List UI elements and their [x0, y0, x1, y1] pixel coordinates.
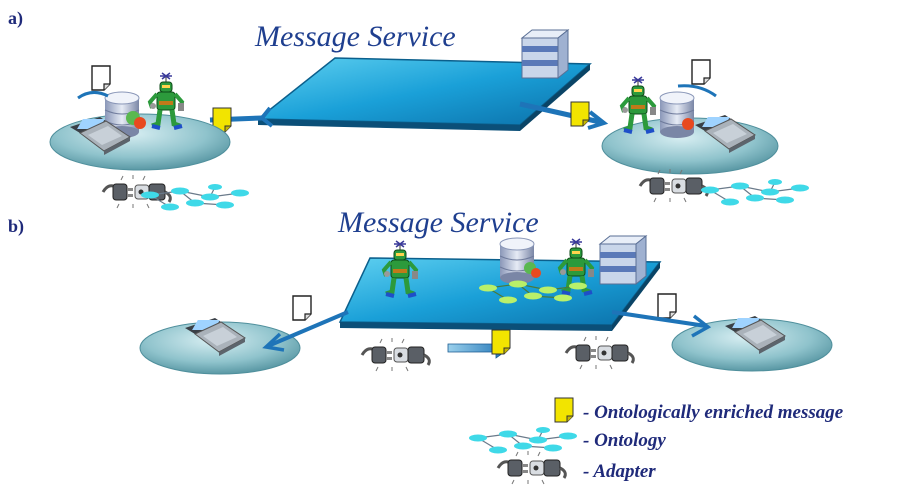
panel-b-title: Message Service	[338, 206, 539, 239]
message-note-icon	[570, 101, 590, 127]
legend-ontology-label: - Ontology	[583, 430, 666, 451]
adapter-icon	[564, 334, 635, 371]
server-icon	[520, 28, 570, 80]
document-icon	[657, 293, 677, 319]
document-icon	[91, 65, 111, 91]
legend-adapter-icon	[496, 449, 567, 486]
panel-a-title: Message Service	[255, 20, 456, 53]
ontology-graph-icon	[479, 280, 587, 304]
database-icon	[499, 237, 535, 285]
adapter-icon	[101, 173, 172, 210]
adapter-icon	[360, 336, 431, 373]
message-note-icon	[491, 329, 511, 355]
panel-a	[49, 28, 810, 212]
legend-message-label: - Ontologically enriched message	[583, 402, 844, 423]
panel-a-label: a)	[8, 8, 23, 28]
database-icon	[659, 91, 695, 139]
legend	[468, 397, 578, 486]
ontology-graph-icon	[700, 178, 810, 207]
legend-adapter-label: - Adapter	[583, 461, 656, 482]
panel-b-label: b)	[8, 216, 25, 236]
legend-ontology-icon	[468, 426, 578, 455]
document-icon	[691, 59, 711, 85]
document-icon	[292, 295, 312, 321]
server-icon	[598, 234, 648, 286]
panel-b	[139, 234, 833, 375]
legend-message-icon	[554, 397, 574, 423]
